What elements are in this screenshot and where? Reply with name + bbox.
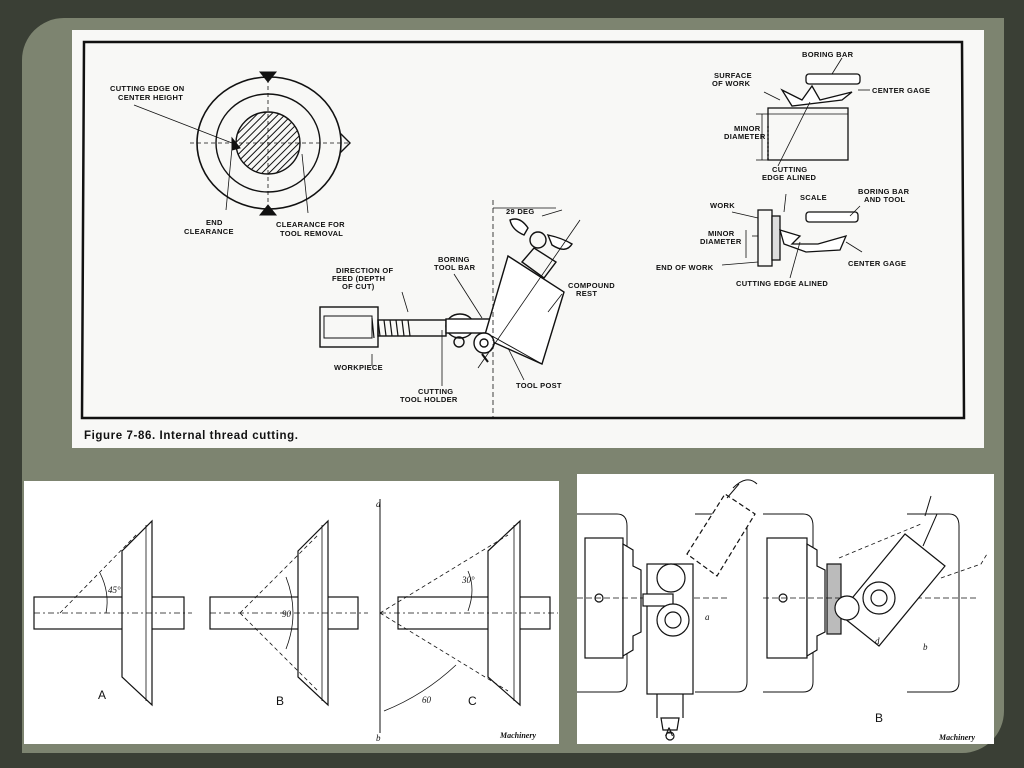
label-tool-post: TOOL POST (516, 381, 562, 390)
label-angle-c1: 30° (461, 575, 475, 585)
label-minor-diameter-b-2: DIAMETER (700, 237, 742, 246)
label-workpiece: WORKPIECE (334, 363, 383, 372)
label-cutting-edge-alined-b: CUTTING EDGE ALINED (736, 279, 828, 288)
label-angle-a: 45° (108, 585, 121, 595)
setup-a (577, 479, 758, 741)
tool-b (209, 519, 368, 707)
mark-d: d (875, 636, 880, 646)
label-cutting-tool-holder-2: TOOL HOLDER (400, 395, 458, 404)
label-panel-b-right: B (875, 711, 883, 725)
label-minor-diameter-a-2: DIAMETER (724, 132, 766, 141)
label-boring-bar-tool-2: AND TOOL (864, 195, 906, 204)
label-angle-b: 90 (282, 609, 292, 619)
label-feed-2: FEED (DEPTH (332, 274, 385, 283)
label-cutting-edge-alined-a-1: CUTTING (772, 165, 807, 174)
label-boring-tool-bar-1: BORING (438, 255, 470, 264)
label-center-gage-b: CENTER GAGE (848, 259, 906, 268)
label-boring-tool-bar-2: TOOL BAR (434, 263, 476, 272)
center-gage-upper (756, 57, 870, 167)
label-axis-a: a (376, 499, 381, 509)
label-scale: SCALE (800, 193, 827, 202)
label-end-clearance-1: END (206, 218, 223, 227)
label-cutting-edge-1: CUTTING EDGE ON (110, 84, 185, 93)
label-boring-bar-a: BORING BAR (802, 50, 854, 59)
credit-machinery-right: Machinery (938, 733, 975, 742)
credit-machinery-left: Machinery (499, 731, 536, 740)
figure-caption: Figure 7-86. Internal thread cutting. (84, 430, 299, 442)
countersink-angles-figure: 45° 90 30° 60 a b A B C Machinery (24, 481, 559, 744)
mark-a: a (705, 612, 710, 622)
lathe-setup-figure: a b d A B Machinery (577, 474, 994, 744)
label-panel-c: C (468, 694, 477, 708)
label-compound-rest-1: COMPOUND (568, 281, 615, 290)
ring-diagram (133, 71, 351, 216)
label-work: WORK (710, 201, 735, 210)
center-gage-lower (721, 193, 863, 279)
label-boring-bar-tool-1: BORING BAR (858, 187, 910, 196)
label-panel-a-right: A (665, 725, 673, 739)
label-panel-a: A (98, 688, 106, 702)
label-cutting-edge-2: CENTER HEIGHT (118, 93, 183, 102)
figure-frame (80, 40, 966, 420)
label-clearance-removal-1: CLEARANCE FOR (276, 220, 345, 229)
label-feed-3: OF CUT) (342, 282, 375, 291)
tool-a (33, 519, 192, 707)
label-cutting-edge-alined-a-2: EDGE ALINED (762, 173, 817, 182)
label-panel-b: B (276, 694, 284, 708)
tool-c (379, 499, 558, 733)
label-end-of-work: END OF WORK (656, 263, 714, 272)
label-angle-c2: 60 (422, 695, 432, 705)
setup-b (763, 495, 988, 693)
label-minor-diameter-a-1: MINOR (734, 124, 761, 133)
label-center-gage-a: CENTER GAGE (872, 86, 930, 95)
label-feed-1: DIRECTION OF (336, 266, 393, 275)
label-cutting-tool-holder-1: CUTTING (418, 387, 453, 396)
label-end-clearance-2: CLEARANCE (184, 227, 234, 236)
boring-assembly (319, 218, 573, 365)
label-minor-diameter-b-1: MINOR (708, 229, 735, 238)
label-angle: 29 DEG (506, 207, 534, 216)
label-compound-rest-2: REST (576, 289, 597, 298)
angle-guides (371, 200, 581, 418)
label-axis-b: b (376, 733, 381, 743)
label-clearance-removal-2: TOOL REMOVAL (280, 229, 343, 238)
mark-b: b (923, 642, 928, 652)
label-surface-of-work-2: OF WORK (712, 79, 751, 88)
label-surface-of-work-1: SURFACE (714, 71, 752, 80)
